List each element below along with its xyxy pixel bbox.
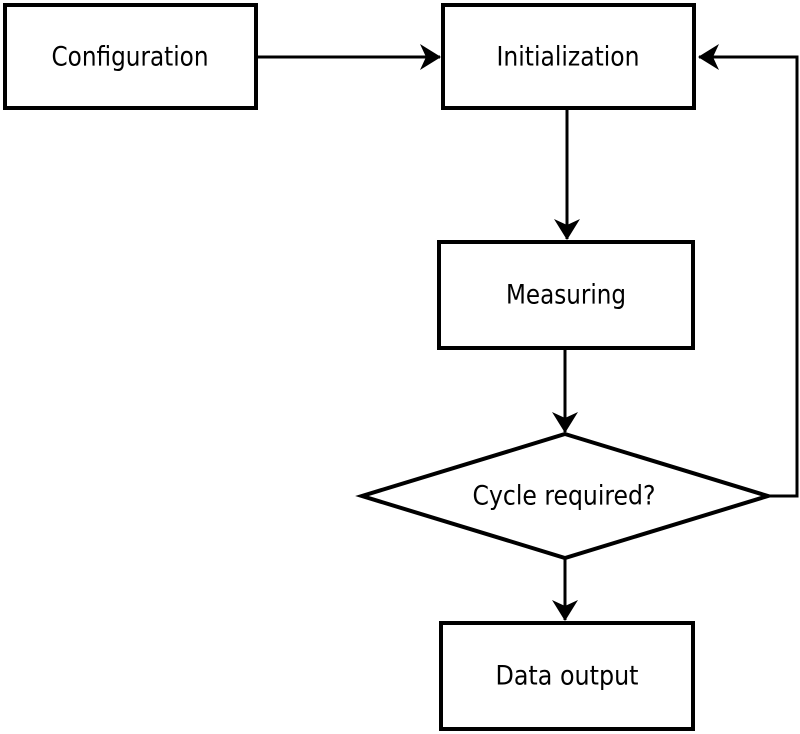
initialization-box <box>441 3 696 110</box>
measuring-label: Measuring <box>506 280 626 311</box>
data-output-box <box>439 621 695 731</box>
edge-decision-loop-to-initialization <box>698 44 799 498</box>
initialization-node: Initialization <box>441 3 696 110</box>
measuring-box <box>437 240 695 350</box>
configuration-node: Configuration <box>3 3 258 110</box>
data-output-label: Data output <box>496 661 639 692</box>
decision-label: Cycle required? <box>473 481 656 512</box>
measuring-node: Measuring <box>437 240 695 350</box>
configuration-box <box>3 3 258 110</box>
initialization-label: Initialization <box>497 42 640 73</box>
decision-diamond <box>355 431 775 561</box>
decision-node: Cycle required? <box>355 431 775 561</box>
configuration-label: Configuration <box>52 42 209 73</box>
data-output-node: Data output <box>439 621 695 731</box>
